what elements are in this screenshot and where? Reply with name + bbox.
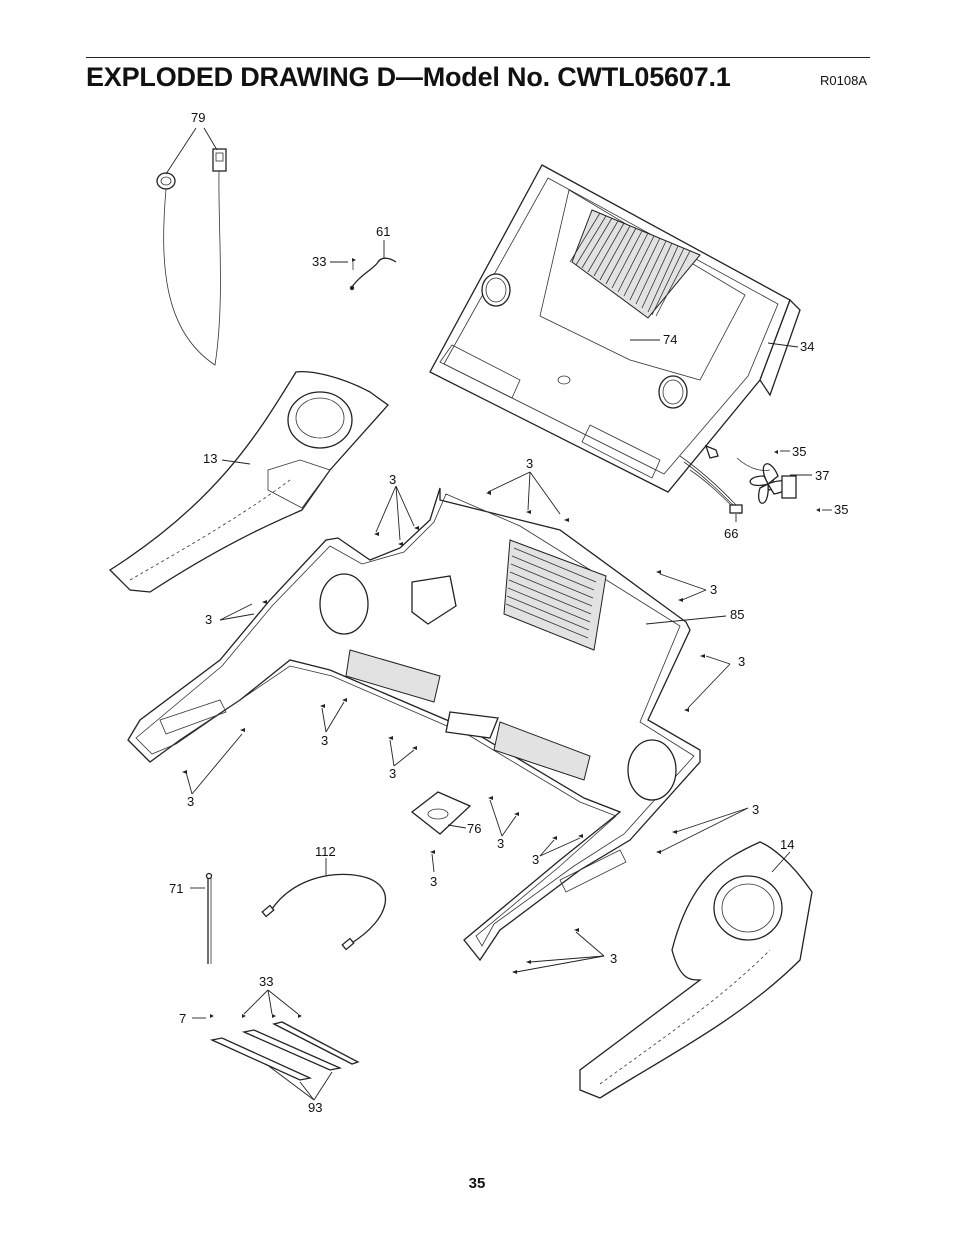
callout-34: 34: [800, 339, 814, 354]
callout-74: 74: [663, 332, 677, 347]
callout-3-bracket: 3: [430, 874, 437, 889]
callout-33-lower: 33: [259, 974, 273, 989]
callout-71: 71: [169, 881, 183, 896]
callout-labels: 79 61 33 74 34 13 35 37 35 66 3 3 3 85 3…: [169, 110, 848, 1115]
callout-93: 93: [308, 1100, 322, 1115]
callout-37: 37: [815, 468, 829, 483]
callout-35-upper: 35: [792, 444, 806, 459]
callout-76: 76: [467, 821, 481, 836]
callout-14: 14: [780, 837, 794, 852]
part-3-screws: [182, 471, 749, 974]
callout-3-right-mid: 3: [738, 654, 745, 669]
part-93-brackets: [192, 989, 360, 1101]
callout-3-bottom-right: 3: [610, 951, 617, 966]
callout-35-lower: 35: [834, 502, 848, 517]
callout-7: 7: [179, 1011, 186, 1026]
page-title: EXPLODED DRAWING D—Model No. CWTL05607.1: [86, 62, 731, 92]
part-112-cable: [261, 858, 387, 951]
callout-61: 61: [376, 224, 390, 239]
callout-3-bottom-left: 3: [187, 794, 194, 809]
callout-112: 112: [315, 844, 336, 859]
part-79-safety-key: [156, 127, 227, 366]
part-14-right-cover: [579, 841, 813, 1099]
callout-33-upper: 33: [312, 254, 326, 269]
part-61-wire: [330, 240, 397, 291]
part-71-tie: [190, 872, 213, 964]
callout-3-right-lower: 3: [752, 802, 759, 817]
callout-79: 79: [191, 110, 205, 125]
drawing-code: R0108A: [820, 73, 867, 88]
callout-3-left: 3: [205, 612, 212, 627]
part-37-fan: [679, 444, 832, 522]
callout-3-right-upper: 3: [710, 582, 717, 597]
callout-3-bottom-center: 3: [532, 852, 539, 867]
callout-85: 85: [730, 607, 744, 622]
callout-13: 13: [203, 451, 217, 466]
callout-3-top-right: 3: [526, 456, 533, 471]
callout-3-center-left: 3: [321, 733, 328, 748]
part-76-bracket: [410, 791, 472, 835]
header-rule: [86, 57, 870, 58]
page-number: 35: [468, 1175, 486, 1192]
part-85-shroud: [127, 487, 727, 962]
callout-3-center-right: 3: [497, 836, 504, 851]
callout-3-center: 3: [389, 766, 396, 781]
callout-66: 66: [724, 526, 738, 541]
part-13-left-cover: [108, 370, 389, 593]
part-34-console: [429, 164, 801, 493]
callout-3-top-left: 3: [389, 472, 396, 487]
